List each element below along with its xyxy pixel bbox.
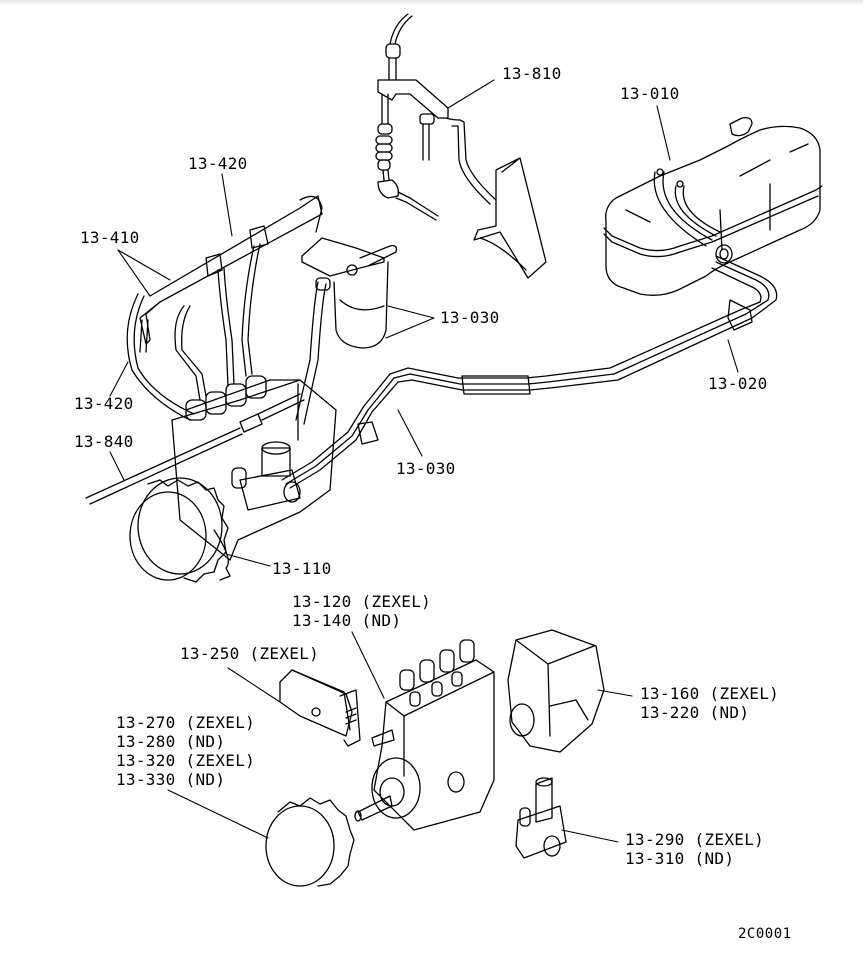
label-13-030-line: 13-030	[396, 459, 456, 478]
label-13-330: 13-330 (ND)	[116, 770, 226, 789]
fuel-lines	[281, 255, 778, 489]
label-feed-pump: 13-290 (ZEXEL) 13-310 (ND)	[625, 830, 764, 868]
label-13-140: 13-140 (ND)	[292, 611, 402, 630]
label-13-110: 13-110	[272, 559, 332, 578]
engine-pump-gear	[129, 477, 231, 583]
label-13-420-side: 13-420	[74, 394, 134, 413]
stop-cable	[85, 393, 305, 505]
injection-pipes	[126, 195, 323, 421]
engine-assembly	[171, 375, 337, 561]
label-injection-pump: 13-120 (ZEXEL) 13-140 (ND)	[292, 592, 431, 630]
fuel-filter	[295, 237, 398, 425]
drawing-code: 2C0001	[738, 926, 792, 942]
label-13-160: 13-160 (ZEXEL)	[640, 684, 780, 703]
label-13-840: 13-840	[74, 432, 134, 451]
label-governor: 13-160 (ZEXEL) 13-220 (ND)	[640, 684, 779, 722]
label-13-810: 13-810	[502, 64, 562, 83]
label-13-220: 13-220 (ND)	[640, 703, 750, 722]
label-gear-parts: 13-270 (ZEXEL) 13-280 (ND) 13-320 (ZEXEL…	[116, 713, 255, 789]
feed-pump	[515, 777, 567, 859]
governor-housing	[507, 629, 605, 753]
fuel-tank	[603, 116, 823, 296]
pump-part-250	[279, 669, 361, 747]
label-13-030-filter: 13-030	[440, 308, 500, 327]
label-13-420-top: 13-420	[188, 154, 248, 173]
label-13-120: 13-120 (ZEXEL)	[292, 592, 432, 611]
accelerator-pedal-assembly	[375, 13, 547, 279]
label-13-270: 13-270 (ZEXEL)	[116, 713, 256, 732]
window-top-edge	[0, 0, 863, 6]
label-13-010: 13-010	[620, 84, 680, 103]
label-13-280: 13-280 (ND)	[116, 732, 226, 751]
label-13-320: 13-320 (ZEXEL)	[116, 751, 256, 770]
label-13-310: 13-310 (ND)	[625, 849, 735, 868]
pump-drive-gear	[265, 797, 355, 887]
leader-lines	[109, 79, 739, 843]
label-13-410: 13-410	[80, 228, 140, 247]
label-13-290: 13-290 (ZEXEL)	[625, 830, 765, 849]
label-13-020: 13-020	[708, 374, 768, 393]
label-13-250: 13-250 (ZEXEL)	[180, 644, 320, 663]
injection-pump-exploded	[354, 639, 495, 831]
